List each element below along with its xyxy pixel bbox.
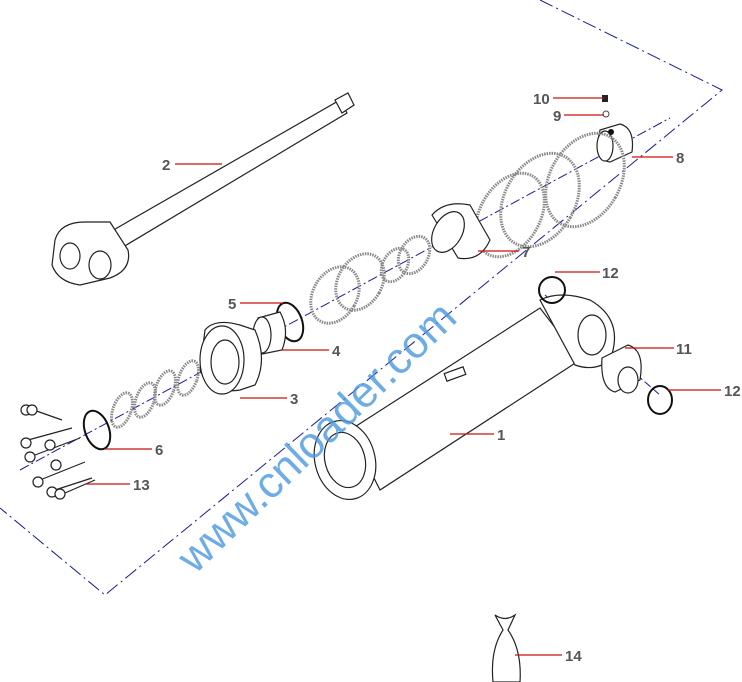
- piston-nut: [596, 123, 634, 163]
- o-ring-6: [82, 409, 112, 451]
- callout-label-13: 13: [133, 477, 150, 494]
- callout-label-6: 6: [155, 442, 163, 459]
- cylinder-tube: [313, 294, 616, 501]
- callout-label-3: 3: [290, 391, 298, 408]
- callout-label-9: 9: [553, 108, 561, 125]
- assembly-boundary: [0, 0, 723, 596]
- bolts: [20, 404, 96, 500]
- callout-label-1: 1: [497, 427, 505, 444]
- seal-ring-12-bottom: [647, 385, 673, 415]
- callout-label-4: 4: [332, 343, 341, 360]
- set-screw: [602, 95, 608, 102]
- callout-label-10: 10: [533, 91, 550, 108]
- callout-label-2: 2: [162, 157, 170, 174]
- callout-label-11: 11: [676, 341, 692, 358]
- center-axis: [19, 117, 671, 471]
- callout-label-7: 7: [522, 244, 530, 261]
- grease-bag: [491, 613, 521, 682]
- callout-label-8: 8: [676, 150, 684, 167]
- callout-label-5: 5: [228, 296, 236, 313]
- callout-label-12: 12: [724, 383, 741, 400]
- piston-rod: [51, 92, 355, 286]
- callout-label-12: 12: [602, 265, 619, 282]
- callout-label-14: 14: [565, 648, 582, 665]
- cylinder-head: [199, 321, 263, 395]
- piston-seals: [309, 131, 626, 325]
- head-seals: [110, 359, 200, 429]
- seal-ring-12-top: [538, 276, 566, 304]
- callouts: 2 109 8 7 12 5 4 11 3 12 1 6 13 14: [85, 91, 741, 665]
- ball: [602, 110, 610, 118]
- pin-bushing-11: [601, 344, 642, 394]
